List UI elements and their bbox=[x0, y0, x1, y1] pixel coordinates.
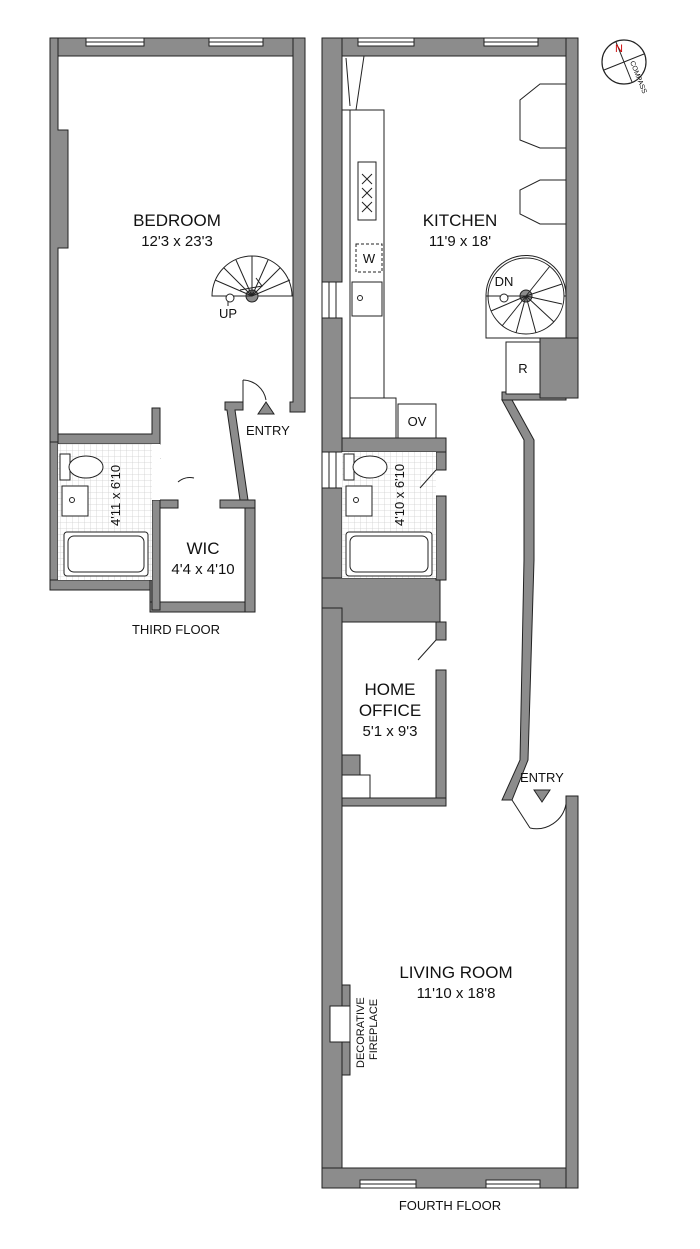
washer bbox=[355, 243, 383, 273]
compass-icon: N COMPASS bbox=[601, 39, 648, 95]
third-floor-windows bbox=[85, 37, 264, 47]
compass-north: N bbox=[615, 43, 623, 55]
fourth-floor-entry-marker bbox=[533, 789, 551, 803]
cooktop bbox=[357, 161, 377, 221]
fourth-floor-doors bbox=[342, 469, 567, 830]
fridge-label: R bbox=[518, 361, 527, 376]
oven bbox=[397, 403, 437, 439]
toilet bbox=[352, 455, 388, 479]
kitchen-counters bbox=[341, 55, 567, 439]
fourth-floor-entry-label: ENTRY bbox=[520, 770, 564, 785]
third-floor-stair-label: UP bbox=[219, 306, 237, 321]
fourth-floor-stair-label: DN bbox=[495, 274, 514, 289]
third-floor-plan: BEDROOM 12'3 x 23'3 UP ENTRY 4'11 x 6'10… bbox=[49, 37, 306, 637]
fourth-floor-plan: KITCHEN 11'9 x 18' W OV R DN 4'10 x 6'10… bbox=[321, 37, 579, 1213]
bedroom-name: BEDROOM bbox=[133, 211, 221, 230]
toilet bbox=[68, 455, 104, 479]
cabinet-right-top bbox=[519, 83, 567, 149]
third-floor-caption: THIRD FLOOR bbox=[132, 622, 220, 637]
office-name-line1: HOME bbox=[365, 680, 416, 699]
fourth-floor-caption: FOURTH FLOOR bbox=[399, 1198, 501, 1213]
cabinet-right-bottom bbox=[519, 179, 567, 225]
living-room-name: LIVING ROOM bbox=[399, 963, 512, 982]
third-floor-bath-door-gap bbox=[152, 444, 160, 500]
fridge bbox=[505, 341, 541, 395]
oven-label: OV bbox=[408, 414, 427, 429]
sink bbox=[61, 485, 89, 517]
kitchen-sink bbox=[351, 281, 383, 317]
fourth-floor-bath-fixtures bbox=[343, 453, 433, 577]
fourth-floor-bath-dims: 4'10 x 6'10 bbox=[392, 464, 407, 526]
living-room-dims: 11'10 x 18'8 bbox=[417, 985, 496, 1002]
office-dims: 5'1 x 9'3 bbox=[363, 723, 418, 740]
third-floor-entry-label: ENTRY bbox=[246, 423, 290, 438]
third-floor-bath-dims: 4'11 x 6'10 bbox=[108, 465, 123, 526]
kitchen-name: KITCHEN bbox=[423, 211, 498, 230]
third-floor-walls bbox=[49, 37, 306, 613]
washer-label: W bbox=[363, 251, 376, 266]
fourth-floor-windows bbox=[321, 37, 541, 1189]
office-name-line2: OFFICE bbox=[359, 701, 421, 720]
spiral-stair-down bbox=[485, 255, 567, 339]
kitchen-dims: 11'9 x 18' bbox=[429, 233, 491, 250]
bedroom-dims: 12'3 x 23'3 bbox=[141, 233, 213, 250]
fourth-floor-walls bbox=[321, 37, 579, 1189]
corner-cabinet bbox=[341, 55, 365, 111]
spiral-stair-up bbox=[211, 255, 293, 306]
sink bbox=[345, 485, 373, 517]
fireplace-label-line1: DECORATIVE bbox=[355, 997, 367, 1068]
third-floor-bath-fixtures bbox=[59, 453, 149, 577]
fireplace-label-line2: FIREPLACE bbox=[368, 999, 380, 1060]
counter-left bbox=[349, 109, 397, 439]
wic-dims: 4'4 x 4'10 bbox=[171, 561, 234, 578]
third-floor-entry-marker bbox=[257, 401, 275, 415]
wic-name: WIC bbox=[186, 539, 219, 558]
decorative-fireplace bbox=[329, 1005, 351, 1043]
